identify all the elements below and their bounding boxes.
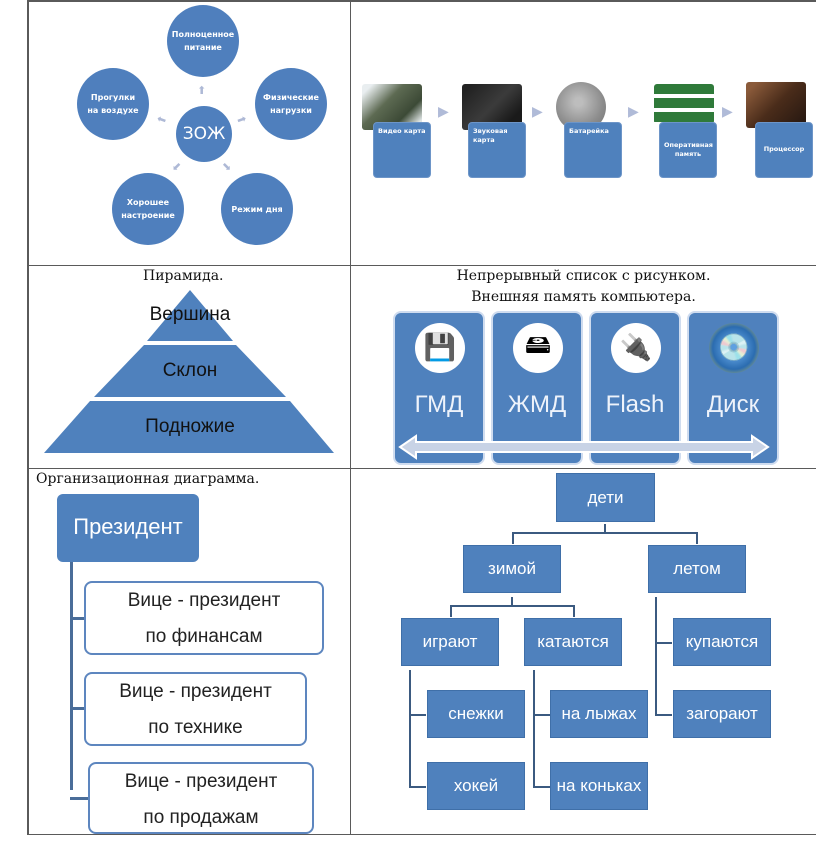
pyramid-label-middle: Склон [162, 360, 218, 381]
pyramid-diagram [44, 290, 334, 453]
memory-column-gmd: 💾 ГМД [393, 311, 485, 465]
org-title: Организационная диаграмма. [36, 471, 260, 487]
org-connector [70, 797, 88, 800]
ram-image [654, 84, 714, 124]
memory-title-line1: Непрерывный список с рисунком. [456, 268, 711, 284]
org-sub-line: по технике [148, 717, 243, 738]
tree-node-summer: летом [648, 545, 746, 593]
org-connector-vertical [70, 562, 73, 790]
tree-node-tan: загорают [673, 690, 771, 738]
table-row-divider-2 [27, 468, 816, 469]
zozh-item: Полноценное питание [167, 5, 239, 77]
memory-column-zhmd: 🖴 ЖМД [491, 311, 583, 465]
org-sub-line: Вице - президент [127, 590, 281, 611]
memory-label: Flash [605, 391, 665, 418]
tree-connector [512, 532, 514, 544]
tree-node-ski: на лыжах [550, 690, 648, 738]
zozh-item: Хорошее настроение [112, 173, 184, 245]
step-box: Процессор [755, 122, 813, 178]
tree-node-play: играют [401, 618, 499, 666]
floppy-disk-icon: 💾 [415, 323, 465, 373]
arrow-down-right-icon: ⬊ [222, 160, 232, 173]
chevron-right-icon: ▶ [722, 104, 733, 120]
tree-connector [533, 786, 550, 788]
hard-drive-icon: 🖴 [513, 323, 563, 373]
arrow-down-left-icon: ⬋ [172, 160, 182, 173]
zozh-center: ЗОЖ [176, 106, 232, 162]
tree-node-ride: катаются [524, 618, 622, 666]
org-sub-box: Вице - президент по финансам [84, 581, 324, 655]
chevron-right-icon: ▶ [628, 104, 639, 120]
chevron-right-icon: ▶ [532, 104, 543, 120]
pyramid-tier-top [147, 290, 233, 341]
memory-title-line2: Внешняя память компьютера. [471, 289, 696, 305]
tree-connector [450, 605, 575, 607]
org-sub-line: Вице - президент [124, 771, 278, 792]
pyramid-label-top: Вершина [149, 304, 231, 325]
memory-column-flash: 🔌 Flash [589, 311, 681, 465]
org-sub-line: Вице - президент [119, 681, 272, 702]
pyramid-tier-bottom [44, 401, 334, 453]
zozh-item: Физические нагрузки [255, 68, 327, 140]
table-border-top [27, 0, 816, 2]
tree-root: дети [556, 473, 655, 522]
org-sub-box: Вице - президент по технике [84, 672, 307, 746]
table-border-left [27, 0, 29, 835]
tree-connector [533, 670, 535, 788]
memory-label: ЖМД [507, 391, 567, 418]
pyramid-label-bottom: Подножие [145, 416, 235, 437]
tree-node-swim: купаются [673, 618, 771, 666]
tree-connector [409, 786, 426, 788]
tree-connector [655, 642, 672, 644]
tree-connector [512, 532, 698, 534]
step-box: Оперативная память [659, 122, 717, 178]
tree-connector [450, 605, 452, 617]
org-sub-line: по продажам [143, 807, 259, 828]
tree-connector [696, 532, 698, 544]
zozh-item: Режим дня [221, 173, 293, 245]
tree-connector [409, 670, 411, 788]
tree-connector [409, 714, 426, 716]
org-sub-line: по финансам [145, 626, 263, 647]
tree-node-hockey: хокей [427, 762, 525, 810]
chevron-right-icon: ▶ [438, 104, 449, 120]
table-column-divider [350, 0, 351, 835]
tree-connector [604, 524, 606, 532]
pyramid-tier-middle [94, 345, 286, 397]
memory-label: Диск [706, 391, 760, 418]
tree-connector [511, 597, 513, 605]
memory-label: ГМД [414, 391, 464, 418]
table-border-bottom [27, 834, 816, 835]
arrow-up-icon: ⬆ [197, 84, 207, 97]
table-row-divider-1 [27, 265, 816, 266]
double-arrow-icon [398, 434, 770, 460]
org-connector [70, 707, 85, 710]
processor-image [746, 82, 806, 128]
memory-column-disk: 💿 Диск [687, 311, 779, 465]
tree-connector [655, 714, 672, 716]
step-box: Видео карта [373, 122, 431, 178]
optical-disc-icon: 💿 [709, 323, 759, 373]
pyramid-title: Пирамида. [143, 268, 224, 284]
zozh-item: Прогулки на воздухе [77, 68, 149, 140]
step-box: Батарейка [564, 122, 622, 178]
tree-connector [655, 597, 657, 715]
org-head-box: Президент [57, 494, 199, 562]
usb-flash-icon: 🔌 [611, 323, 661, 373]
tree-node-skates: на коньках [550, 762, 648, 810]
org-connector [70, 617, 85, 620]
tree-connector [533, 714, 550, 716]
step-box: Звуковая карта [468, 122, 526, 178]
tree-connector [573, 605, 575, 617]
tree-node-snowballs: снежки [427, 690, 525, 738]
org-sub-box: Вице - президент по продажам [88, 762, 314, 834]
tree-node-winter: зимой [463, 545, 561, 593]
